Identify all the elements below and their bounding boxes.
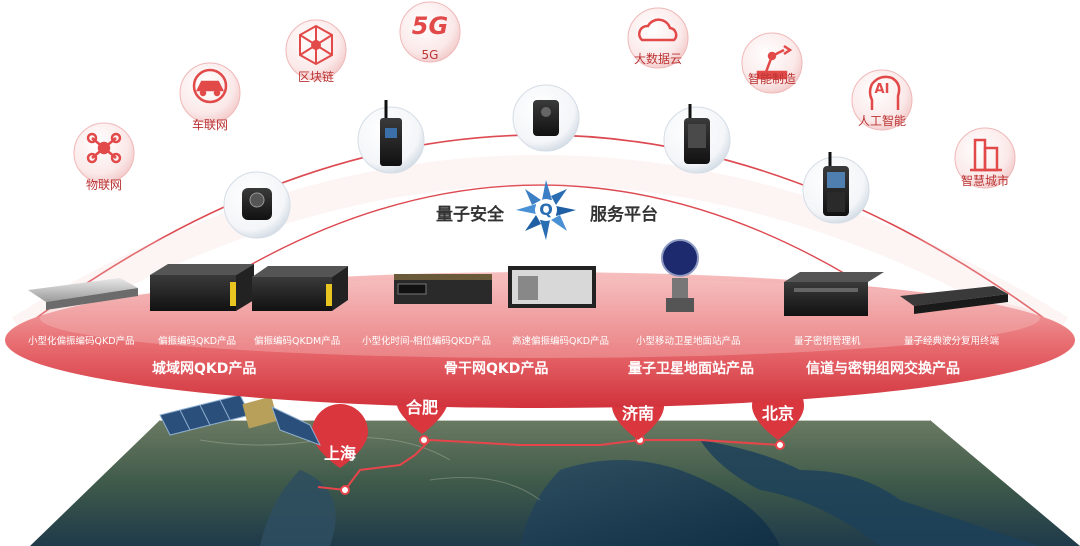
5g-icon-text: 5G — [411, 12, 449, 40]
satellite-icon — [159, 394, 322, 446]
product-label-8: 量子经典波分复用终端 — [904, 336, 1000, 347]
product-box-5 — [508, 266, 596, 308]
ai-icon-text: AI — [874, 82, 890, 97]
platform-left-text: 量子安全 — [436, 205, 504, 225]
car-network-icon — [192, 68, 228, 104]
camera-device-icon — [242, 188, 272, 220]
platform-right-text: 服务平台 — [590, 205, 658, 225]
quantum-route-line — [317, 438, 781, 492]
city-label-jinan: 济南 — [621, 404, 654, 423]
app-label-smart-city: 智慧城市 — [960, 174, 1009, 188]
city-label-hefei: 合肥 — [405, 398, 438, 417]
city-pin-shanghai — [312, 404, 368, 468]
product-label-7: 量子密钥管理机 — [794, 336, 861, 347]
product-label-4: 小型化时间-相位编码QKD产品 — [362, 336, 491, 347]
app-label-5g: 5G — [421, 48, 439, 62]
telescope-icon — [661, 239, 699, 312]
product-rack-8 — [900, 286, 1008, 314]
app-label-ai: 人工智能 — [857, 114, 906, 128]
quantum-platform-logo — [516, 180, 576, 240]
category-label-satellite: 量子卫星地面站产品 — [628, 361, 754, 377]
satellite-map — [30, 419, 1080, 546]
platform-logo-letter: Q — [539, 200, 553, 219]
app-label-big-data-cloud: 大数据云 — [633, 52, 682, 66]
robot-arm-icon — [756, 44, 793, 80]
category-label-channel: 信道与密钥组网交换产品 — [806, 361, 960, 377]
category-label-backbone: 骨干网QKD产品 — [444, 361, 549, 377]
iot-icon — [86, 132, 122, 164]
product-box-2 — [150, 264, 254, 311]
app-label-smart-manufacturing: 智能制造 — [747, 72, 796, 86]
inner-arc — [149, 184, 931, 331]
product-box-3 — [252, 266, 348, 311]
blockchain-icon — [299, 24, 333, 66]
city-label-shanghai: 上海 — [323, 444, 356, 463]
product-box-4 — [394, 274, 492, 304]
product-label-6: 小型移动卫星地面站产品 — [636, 336, 741, 347]
app-label-iot: 物联网 — [85, 178, 122, 192]
product-box-7 — [784, 272, 884, 316]
handheld-terminal-icon — [823, 152, 849, 216]
city-label-beijing: 北京 — [761, 404, 794, 423]
ai-icon — [868, 75, 901, 110]
cloud-icon — [638, 18, 678, 42]
walkie-talkie-icon — [380, 100, 402, 166]
outer-arc-fade — [12, 155, 1068, 343]
product-label-1: 小型化偏振编码QKD产品 — [28, 336, 135, 347]
body-camera-icon — [533, 100, 559, 136]
product-label-2: 偏振编码QKD产品 — [158, 336, 237, 347]
product-rack-1 — [28, 278, 138, 310]
product-label-3: 偏振编码QKDM产品 — [254, 336, 341, 347]
smart-city-icon — [970, 138, 1002, 172]
app-label-blockchain: 区块链 — [297, 70, 334, 84]
product-label-5: 高速偏振编码QKD产品 — [512, 336, 610, 347]
app-label-car-network: 车联网 — [191, 118, 228, 132]
rugged-phone-icon — [684, 104, 710, 164]
category-label-metro: 城域网QKD产品 — [152, 361, 257, 377]
